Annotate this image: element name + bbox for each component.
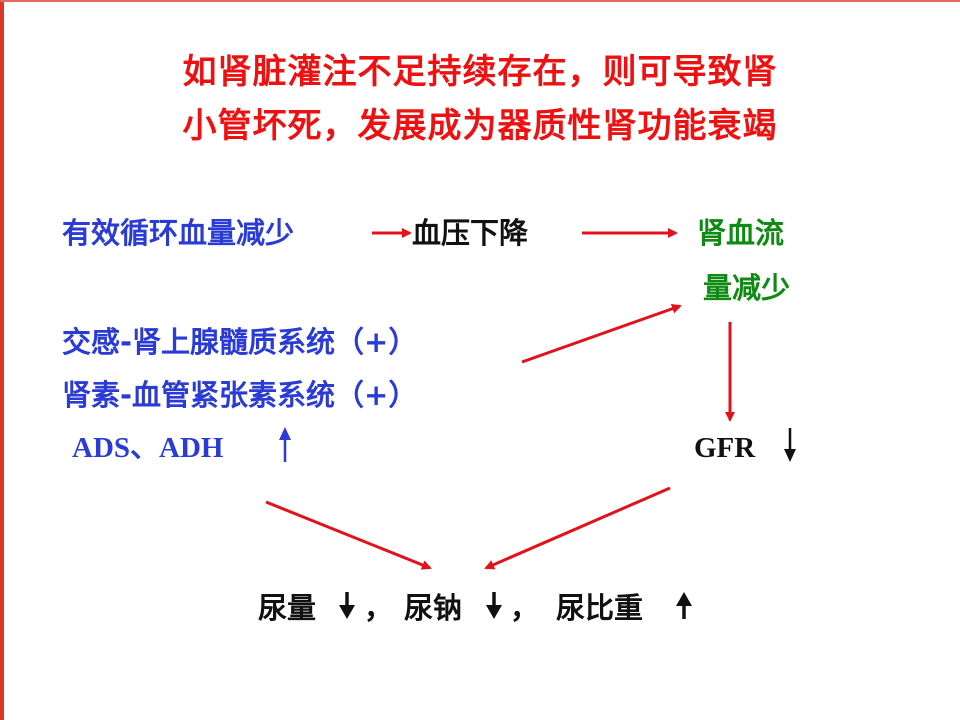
arrow-down-icon bbox=[784, 428, 796, 462]
arrow-up-icon bbox=[676, 592, 692, 619]
outcome-urine-volume: 尿量 bbox=[258, 591, 317, 625]
arrow-systems-to-renal-flow bbox=[521, 303, 682, 364]
node-renal-blood-flow-line1: 肾血流 bbox=[697, 216, 785, 250]
outcome-urine-specific-gravity: 尿比重 bbox=[556, 591, 644, 625]
slide-left-border bbox=[0, 0, 4, 720]
arrow-gfr-to-urine bbox=[484, 486, 671, 570]
node-ads-adh: ADS、ADH bbox=[72, 429, 223, 466]
node-renal-blood-flow-line2: 量减少 bbox=[703, 271, 791, 305]
outcome-urine-sodium: 尿钠 bbox=[404, 591, 463, 625]
node-gfr: GFR bbox=[694, 429, 755, 466]
arrow-down-icon bbox=[486, 592, 502, 619]
title-line-1: 如肾脏灌注不足持续存在，则可导致肾 bbox=[182, 52, 778, 92]
node-blood-pressure-drop: 血压下降 bbox=[412, 216, 529, 250]
arrow-down-icon bbox=[339, 592, 355, 619]
outcome-separator-2: ， bbox=[510, 591, 540, 625]
title-line-2: 小管坏死，发展成为器质性肾功能衰竭 bbox=[182, 106, 778, 146]
node-blood-volume-decrease: 有效循环血量减少 bbox=[62, 216, 295, 250]
arrow-up-icon bbox=[279, 427, 291, 462]
arrow-hormones-to-urine bbox=[265, 500, 432, 570]
gfr-label: GFR bbox=[694, 432, 756, 464]
node-sympathetic-adrenal-system: 交感-肾上腺髓质系统（+） bbox=[62, 325, 418, 359]
node-renin-angiotensin-system: 肾素-血管紧张素系统（+） bbox=[62, 378, 418, 412]
outcome-separator-1: ， bbox=[364, 591, 394, 625]
slide-top-border bbox=[0, 0, 960, 2]
ads-adh-label: ADS、ADH bbox=[72, 432, 224, 464]
